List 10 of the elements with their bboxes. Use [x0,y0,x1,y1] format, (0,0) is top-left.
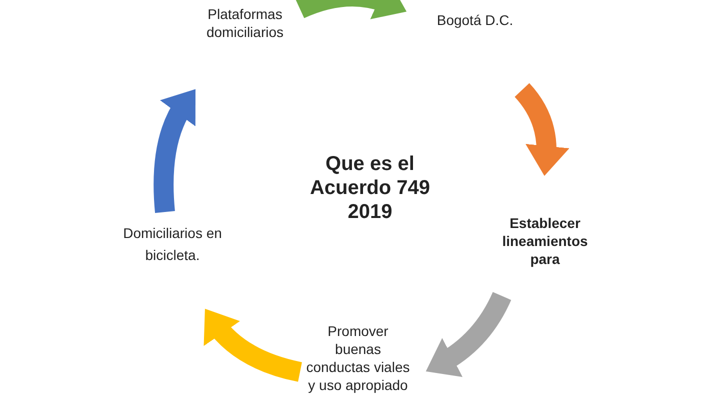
center-title: Que es el Acuerdo 749 2019 [305,152,435,224]
curved-arrow [426,292,512,376]
cycle-step-text: Establecer lineamientos para [490,214,600,268]
cycle-step-text: Promover buenas conductas viales y uso apropiado [306,322,410,394]
cycle-step-text: Plataformas domiciliarios [190,5,300,41]
cycle-step-text: Domiciliarios en bicicleta. [110,222,235,266]
curved-arrow [296,0,407,20]
curved-arrow [154,88,196,213]
cycle-step-text: Bogotá D.C. [420,11,530,29]
curved-arrow [204,309,302,382]
